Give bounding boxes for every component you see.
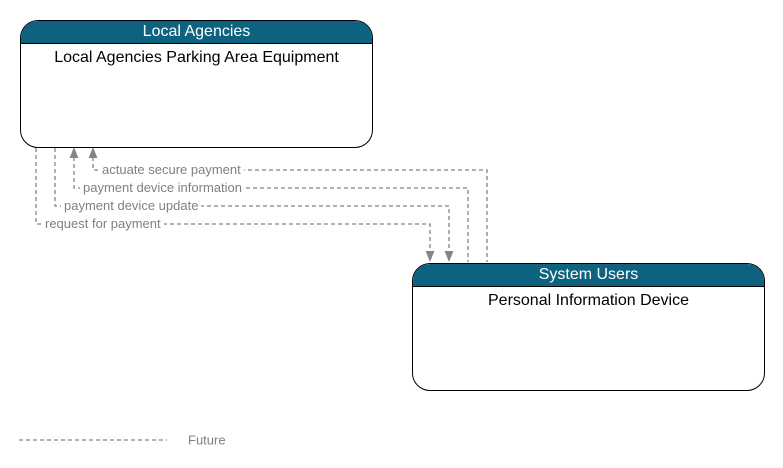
entity-name: Local Agencies Parking Area Equipment — [54, 49, 339, 66]
flow-label-actuate-secure-payment[interactable]: actuate secure payment — [99, 163, 244, 177]
flow-line-actuate-secure-payment — [92, 157, 488, 262]
flow-line-request-for-payment — [35, 148, 431, 252]
entity-box-local-agencies-parking-area-equipment[interactable]: Local Agencies Local Agencies Parking Ar… — [20, 20, 373, 148]
entity-name: Personal Information Device — [488, 292, 689, 309]
entity-box-personal-information-device[interactable]: System Users Personal Information Device — [412, 263, 765, 391]
flow-label-payment-device-update[interactable]: payment device update — [61, 199, 202, 213]
arrowhead-down-request-for-payment — [425, 251, 435, 262]
entity-domain-header: Local Agencies — [21, 21, 372, 44]
flow-line-payment-device-information — [73, 157, 469, 262]
flow-label-request-for-payment[interactable]: request for payment — [42, 217, 164, 231]
arrowhead-up-payment-device-information — [69, 147, 79, 158]
entity-domain-header: System Users — [413, 264, 764, 287]
legend-label-future: Future — [188, 432, 226, 448]
flow-line-payment-device-update — [54, 148, 450, 252]
arrowhead-up-actuate-secure-payment — [88, 147, 98, 158]
arrowhead-down-payment-device-update — [444, 251, 454, 262]
flow-label-payment-device-information[interactable]: payment device information — [80, 181, 245, 195]
